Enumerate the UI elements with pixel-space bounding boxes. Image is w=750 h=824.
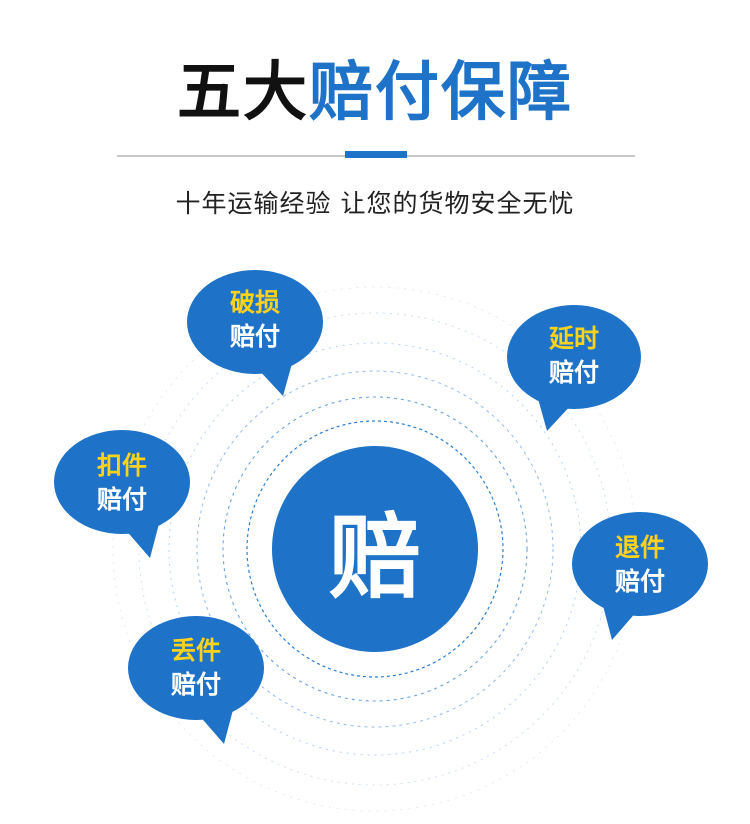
ring-3: [196, 370, 554, 728]
title-divider-accent: [345, 151, 407, 158]
speech-bubble-shape: [187, 270, 323, 396]
center-compensation-circle: 赔: [272, 446, 478, 652]
bubble-returned-line1: 退件: [614, 533, 665, 562]
speech-bubble-shape: [128, 616, 264, 744]
bubble-delay-line2: 赔付: [548, 358, 599, 387]
bubble-damage-line2: 赔付: [229, 322, 280, 351]
title-part-blue: 赔付保障: [309, 56, 573, 130]
bubble-detained: 扣件 赔付: [54, 428, 190, 558]
bubble-lost-line2: 赔付: [170, 670, 221, 699]
bubble-lost: 丢件 赔付: [128, 614, 264, 744]
speech-bubble-shape: [507, 305, 641, 431]
bubble-damage: 破损 赔付: [187, 268, 323, 396]
subtitle: 十年运输经验 让您的货物安全无忧: [175, 189, 575, 218]
page-title: 五大赔付保障: [0, 48, 750, 138]
bubble-damage-line1: 破损: [229, 288, 280, 317]
bubble-detained-line1: 扣件: [96, 451, 147, 480]
bubble-returned-line2: 赔付: [614, 567, 665, 596]
speech-bubble-shape: [54, 430, 190, 558]
ring-2: [222, 396, 528, 702]
bubble-lost-line1: 丢件: [170, 636, 221, 665]
title-part-dark: 五大: [177, 56, 309, 130]
speech-bubble-shape: [572, 512, 708, 640]
bubble-detained-line2: 赔付: [96, 485, 147, 514]
bubble-delay: 延时 赔付: [507, 303, 641, 431]
ring-1: [246, 420, 504, 678]
bubble-returned: 退件 赔付: [572, 510, 708, 640]
bubble-delay-line1: 延时: [548, 324, 599, 353]
